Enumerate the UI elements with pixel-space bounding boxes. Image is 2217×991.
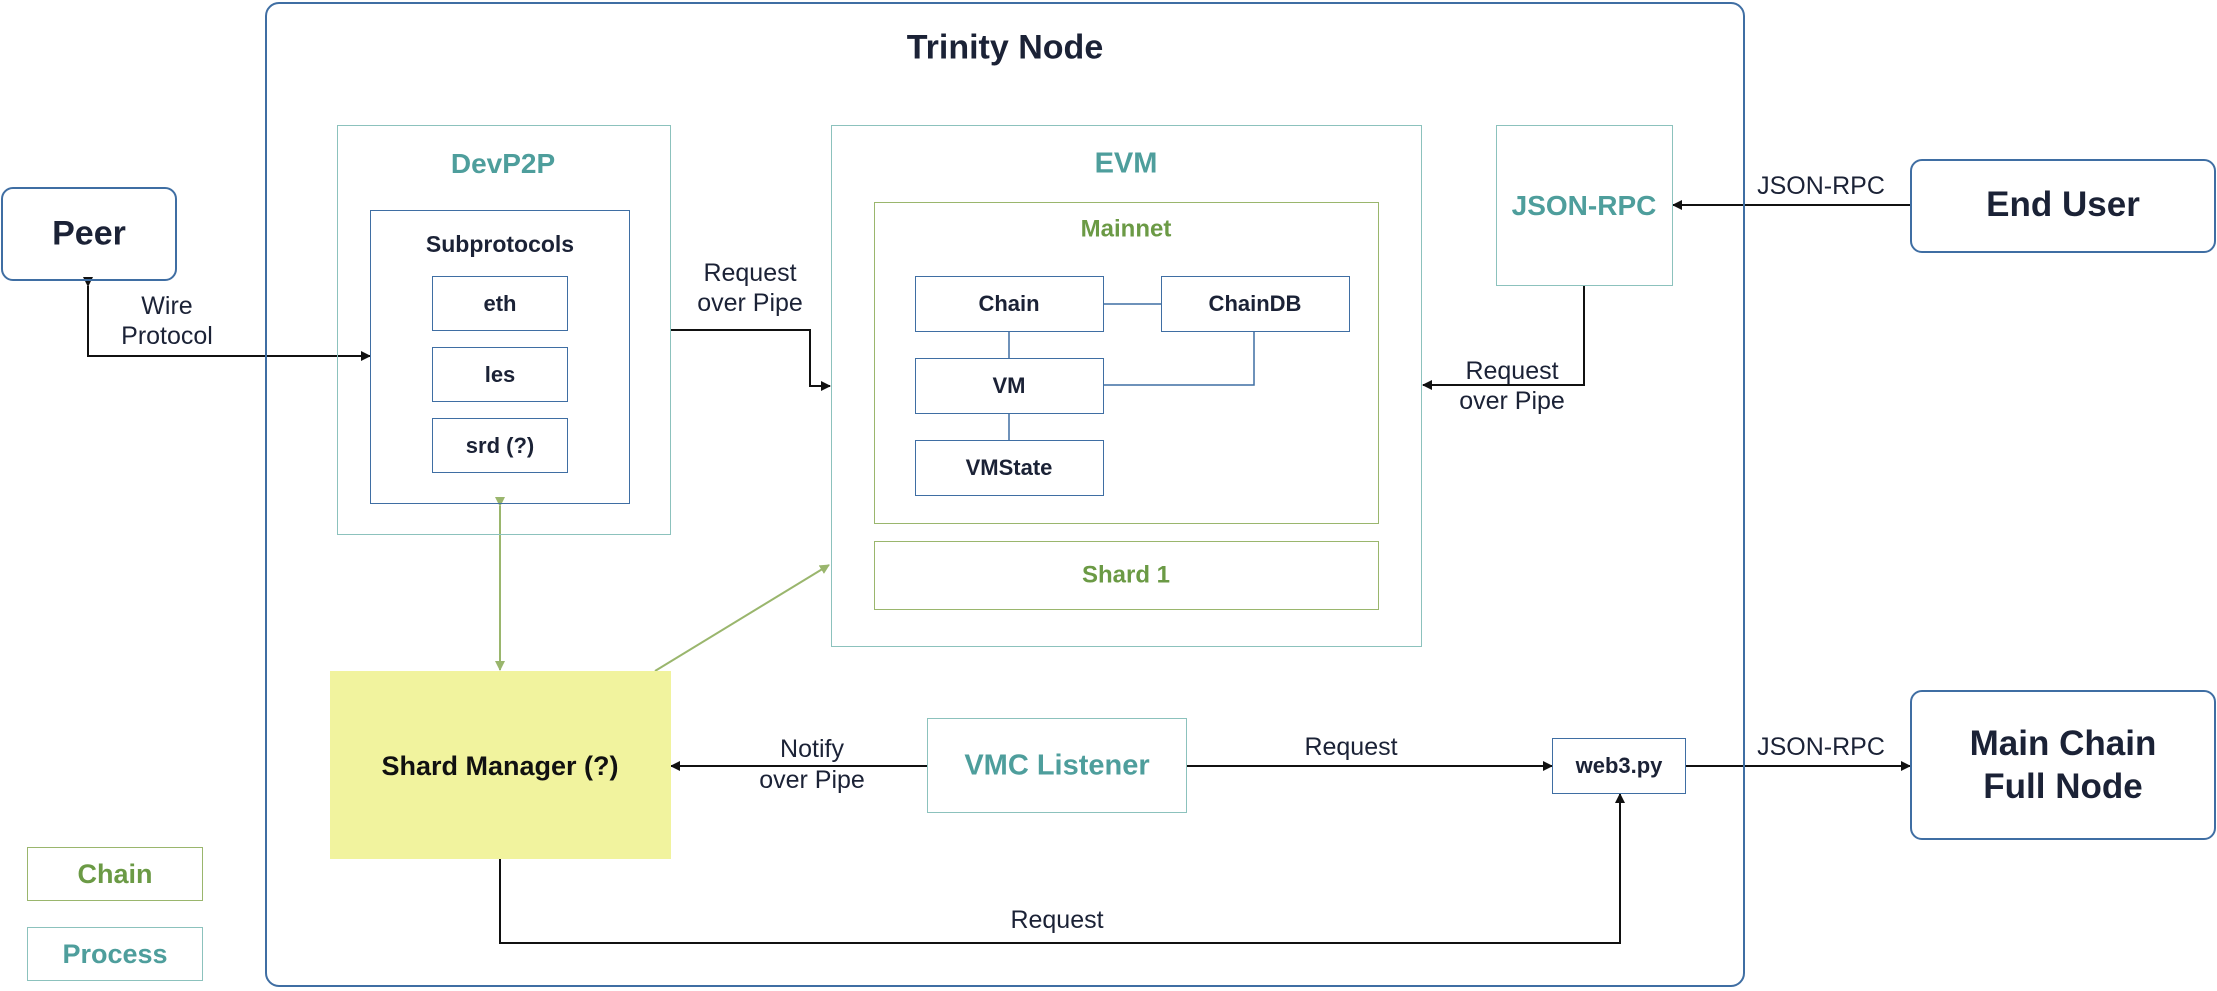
- devp2p-label: DevP2P: [450, 148, 556, 180]
- devp2p-to-evm-arrow: [671, 329, 831, 391]
- main-chain-label-line2: Full Node: [1983, 767, 2143, 806]
- web3py-label: web3.py: [1575, 752, 1663, 778]
- shard-manager-to-evm-arrow: [654, 564, 830, 672]
- vmc-request-label: Request: [1304, 733, 1398, 761]
- web3py-component[interactable]: [1552, 738, 1686, 794]
- subprotocol-les[interactable]: [432, 347, 568, 402]
- subprotocol-eth-label: eth: [483, 290, 517, 316]
- json-rpc-process[interactable]: [1496, 125, 1673, 286]
- subprotocol-les-label: les: [484, 361, 516, 387]
- main-chain-jsonrpc-label: JSON-RPC: [1757, 733, 1885, 761]
- trinity-node-container: [265, 2, 1745, 987]
- end-user-jsonrpc-label: JSON-RPC: [1757, 172, 1885, 200]
- evm-label: EVM: [1094, 147, 1158, 180]
- legend-chain-swatch: [27, 847, 203, 901]
- end-user-label: End User: [1986, 185, 2140, 224]
- chain-component-label: Chain: [978, 290, 1040, 316]
- end-user-node[interactable]: [1910, 159, 2216, 253]
- devp2p-request-label-line2: over Pipe: [697, 289, 803, 317]
- subprotocols-box[interactable]: [370, 210, 630, 504]
- wire-protocol-label-line1: Wire: [141, 292, 193, 320]
- vm-component-label: VM: [992, 372, 1026, 398]
- peer-node[interactable]: [1, 187, 177, 281]
- legend-process-swatch: [27, 927, 203, 981]
- main-chain-label-line1: Main Chain: [1969, 724, 2157, 763]
- subprotocol-srd-label: srd (?): [465, 432, 535, 458]
- vmc-listener-label: VMC Listener: [964, 749, 1150, 782]
- vmstate-component-label: VMState: [965, 454, 1053, 480]
- shard-manager-label: Shard Manager (?): [381, 750, 619, 781]
- jsonrpc-request-label-line1: Request: [1465, 357, 1559, 385]
- shard1-label: Shard 1: [1081, 561, 1171, 589]
- chain-component[interactable]: [915, 276, 1104, 332]
- main-chain-full-node[interactable]: [1910, 690, 2216, 840]
- devp2p-process[interactable]: [337, 125, 671, 535]
- vm-chaindb-connector: [1104, 332, 1255, 386]
- vmc-listener-process[interactable]: [927, 718, 1187, 813]
- subprotocols-label: Subprotocols: [425, 231, 575, 258]
- evm-process[interactable]: [831, 125, 1422, 647]
- shard-manager-process[interactable]: [330, 671, 671, 859]
- mainnet-label: Mainnet: [1080, 215, 1172, 243]
- shard1-chain[interactable]: [874, 541, 1379, 610]
- mainnet-chain[interactable]: [874, 202, 1379, 524]
- jsonrpc-to-evm-arrow: [1422, 286, 1585, 390]
- subprotocol-srd[interactable]: [432, 418, 568, 473]
- jsonrpc-request-label-line2: over Pipe: [1459, 387, 1565, 415]
- page-title: Trinity Node: [906, 28, 1104, 67]
- chaindb-component[interactable]: [1161, 276, 1350, 332]
- bottom-request-label: Request: [1010, 906, 1104, 934]
- peer-label: Peer: [52, 214, 126, 253]
- shard-manager-to-web3-arrow: [499, 793, 1625, 944]
- json-rpc-label: JSON-RPC: [1511, 190, 1657, 222]
- legend-chain-label: Chain: [77, 858, 153, 889]
- legend-process-label: Process: [62, 938, 168, 969]
- devp2p-request-label-line1: Request: [703, 259, 797, 287]
- vmstate-component[interactable]: [915, 440, 1104, 496]
- notify-label-line1: Notify: [780, 735, 844, 763]
- wire-protocol-label-line2: Protocol: [121, 322, 213, 350]
- vm-component[interactable]: [915, 358, 1104, 414]
- chaindb-component-label: ChainDB: [1208, 290, 1302, 316]
- subprotocol-eth[interactable]: [432, 276, 568, 331]
- notify-label-line2: over Pipe: [759, 766, 865, 794]
- wire-protocol-arrow: [83, 277, 371, 361]
